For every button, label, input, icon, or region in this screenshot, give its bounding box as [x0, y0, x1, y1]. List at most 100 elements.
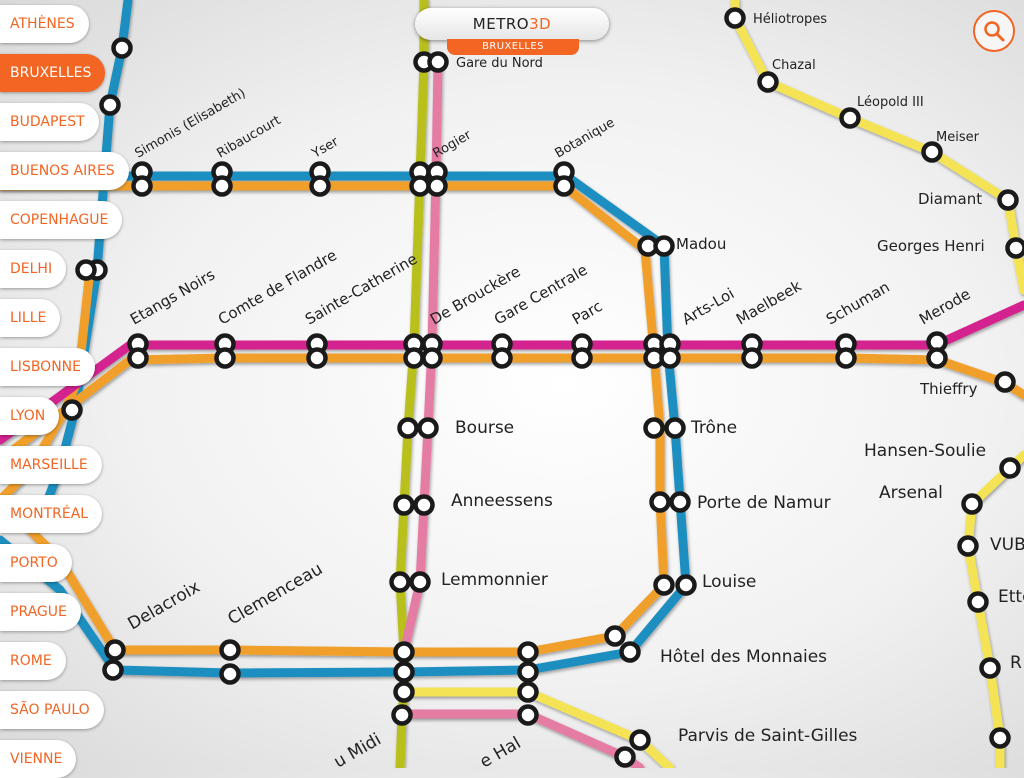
- label-hotel-des-monnaies[interactable]: Hôtel des Monnaies: [660, 647, 827, 667]
- station-marker[interactable]: [632, 732, 649, 749]
- search-button[interactable]: [973, 10, 1015, 52]
- city-item-copenhague[interactable]: COPENHAGUE: [0, 201, 122, 239]
- city-item-lille[interactable]: LILLE: [0, 299, 60, 337]
- station-marker[interactable]: [727, 10, 744, 27]
- label-heliotropes[interactable]: Héliotropes: [753, 12, 827, 27]
- label-ribaucourt[interactable]: Ribaucourt: [215, 113, 284, 161]
- label-leopold3[interactable]: Léopold III: [857, 95, 924, 110]
- station-marker[interactable]: [520, 707, 537, 724]
- station-marker[interactable]: [574, 350, 591, 367]
- label-clemenceau[interactable]: Clemenceau: [225, 559, 327, 629]
- label-gare-du-nord[interactable]: Gare du Nord: [456, 56, 543, 71]
- label-offscreen-r[interactable]: R: [1010, 653, 1022, 673]
- station-marker[interactable]: [1002, 460, 1019, 477]
- label-parc[interactable]: Parc: [569, 297, 605, 328]
- label-georges-henri[interactable]: Georges Henri: [877, 237, 985, 255]
- station-marker[interactable]: [396, 684, 413, 701]
- station-marker[interactable]: [838, 350, 855, 367]
- station-marker[interactable]: [646, 420, 663, 437]
- station-marker[interactable]: [520, 644, 537, 661]
- label-louise[interactable]: Louise: [702, 572, 756, 592]
- label-lemmonnier[interactable]: Lemmonnier: [441, 570, 548, 590]
- station-marker[interactable]: [134, 178, 151, 195]
- label-trone[interactable]: Trône: [690, 418, 737, 438]
- city-item-prague[interactable]: PRAGUE: [0, 593, 81, 631]
- station-marker[interactable]: [406, 350, 423, 367]
- label-vub[interactable]: VUB: [990, 535, 1024, 555]
- station-marker[interactable]: [842, 110, 859, 127]
- station-marker[interactable]: [656, 577, 673, 594]
- city-item-sao-paulo[interactable]: SÃO PAULO: [0, 691, 104, 729]
- station-marker[interactable]: [924, 144, 941, 161]
- station-marker[interactable]: [400, 420, 417, 437]
- station-marker[interactable]: [420, 420, 437, 437]
- city-item-lyon[interactable]: LYON: [0, 397, 59, 435]
- station-marker[interactable]: [667, 420, 684, 437]
- station-marker[interactable]: [1008, 240, 1024, 257]
- city-item-rome[interactable]: ROME: [0, 642, 66, 680]
- label-diamant[interactable]: Diamant: [918, 190, 982, 208]
- station-marker[interactable]: [494, 350, 511, 367]
- station-marker[interactable]: [424, 350, 441, 367]
- label-etangs-noirs[interactable]: Etangs Noirs: [127, 265, 218, 328]
- station-marker[interactable]: [396, 664, 413, 681]
- label-maelbeek[interactable]: Maelbeek: [733, 277, 805, 329]
- station-marker[interactable]: [960, 538, 977, 555]
- label-delacroix[interactable]: Delacroix: [125, 577, 204, 634]
- station-marker[interactable]: [617, 749, 634, 766]
- station-marker[interactable]: [64, 402, 81, 419]
- city-item-buenos-aires[interactable]: BUENOS AIRES: [0, 152, 129, 190]
- station-marker[interactable]: [662, 350, 679, 367]
- label-gare-du-midi[interactable]: u Midi: [331, 729, 385, 768]
- label-yser[interactable]: Yser: [309, 134, 342, 162]
- station-marker[interactable]: [107, 642, 124, 659]
- station-marker[interactable]: [992, 730, 1009, 747]
- label-madou[interactable]: Madou: [676, 235, 726, 253]
- station-marker[interactable]: [760, 74, 777, 91]
- label-etterbeek[interactable]: Ette: [998, 587, 1024, 607]
- station-marker[interactable]: [672, 494, 689, 511]
- label-bourse[interactable]: Bourse: [455, 418, 514, 438]
- station-marker[interactable]: [214, 178, 231, 195]
- station-marker[interactable]: [652, 494, 669, 511]
- station-marker[interactable]: [678, 577, 695, 594]
- station-marker[interactable]: [1000, 192, 1017, 209]
- station-marker[interactable]: [217, 350, 234, 367]
- label-arsenal[interactable]: Arsenal: [879, 483, 943, 503]
- station-marker[interactable]: [412, 178, 429, 195]
- city-item-porto[interactable]: PORTO: [0, 544, 72, 582]
- station-marker[interactable]: [430, 54, 447, 71]
- station-marker[interactable]: [964, 496, 981, 513]
- label-arts-loi[interactable]: Arts-Loi: [679, 284, 737, 328]
- station-marker[interactable]: [416, 497, 433, 514]
- label-hansen-soulie[interactable]: Hansen-Soulie: [864, 441, 986, 461]
- station-marker[interactable]: [309, 350, 326, 367]
- city-item-athenes[interactable]: ATHÈNES: [0, 5, 89, 43]
- label-anneessens[interactable]: Anneessens: [451, 491, 553, 511]
- station-marker[interactable]: [520, 664, 537, 681]
- label-meiser[interactable]: Meiser: [936, 130, 980, 145]
- city-item-vienne[interactable]: VIENNE: [0, 740, 76, 778]
- station-marker[interactable]: [429, 178, 446, 195]
- station-marker[interactable]: [312, 178, 329, 195]
- station-marker[interactable]: [520, 684, 537, 701]
- label-thieffry[interactable]: Thieffry: [919, 380, 978, 398]
- station-marker[interactable]: [997, 374, 1014, 391]
- city-item-marseille[interactable]: MARSEILLE: [0, 446, 102, 484]
- station-marker[interactable]: [929, 350, 946, 367]
- label-botanique[interactable]: Botanique: [553, 115, 618, 161]
- station-marker[interactable]: [130, 350, 147, 367]
- label-porte-de-hal[interactable]: e Hal: [477, 733, 525, 768]
- label-chazal[interactable]: Chazal: [772, 58, 816, 73]
- station-marker[interactable]: [392, 574, 409, 591]
- city-item-budapest[interactable]: BUDAPEST: [0, 103, 99, 141]
- station-marker[interactable]: [222, 666, 239, 683]
- station-marker[interactable]: [607, 628, 624, 645]
- station-marker[interactable]: [394, 707, 411, 724]
- label-merode[interactable]: Merode: [916, 285, 973, 329]
- label-parvis-saint-gilles[interactable]: Parvis de Saint-Gilles: [678, 726, 858, 746]
- station-marker[interactable]: [412, 574, 429, 591]
- label-porte-de-namur[interactable]: Porte de Namur: [697, 493, 831, 513]
- station-marker[interactable]: [105, 662, 122, 679]
